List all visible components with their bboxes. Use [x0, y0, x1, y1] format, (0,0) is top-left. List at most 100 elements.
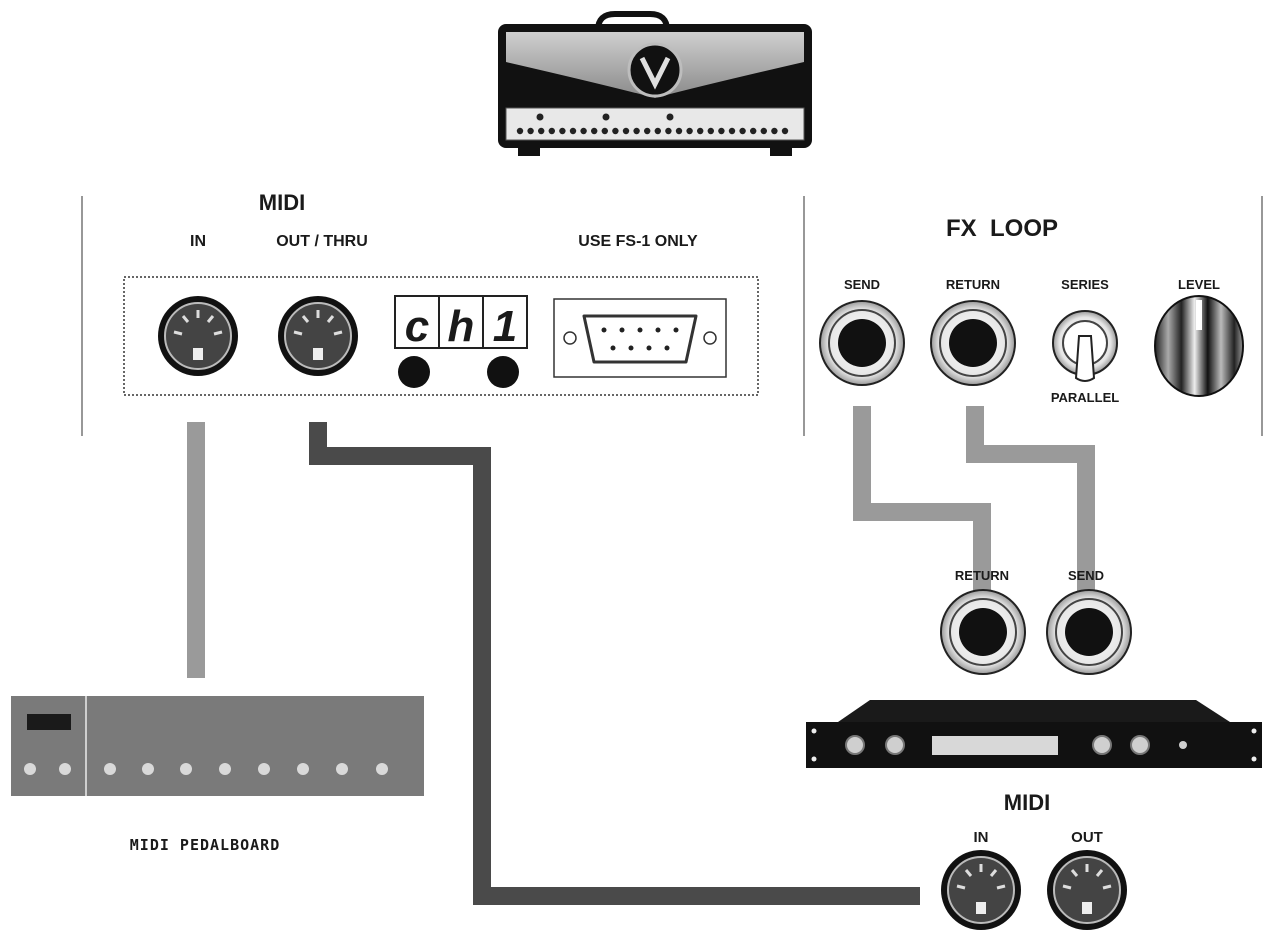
amp-knob [697, 127, 704, 135]
footswitch-3[interactable] [104, 763, 116, 775]
channel-display: c h 1 [394, 295, 528, 351]
fs1-connector-plate [553, 298, 727, 378]
midi-out-jack-pins [293, 310, 343, 336]
footswitch-5[interactable] [180, 763, 192, 775]
fx-loop-title: FX LOOP [946, 215, 1058, 242]
channel-up-button[interactable] [487, 356, 519, 388]
amp-control-panel [505, 107, 805, 141]
midi-out-thru-jack[interactable] [278, 296, 358, 376]
effects-send-jack[interactable] [1046, 589, 1132, 675]
channel-display-char-3: 1 [493, 302, 517, 351]
midi-panel-title: MIDI [259, 190, 305, 215]
footswitch-7[interactable] [258, 763, 270, 775]
fs1-connector-pins [601, 327, 679, 351]
footswitch-4[interactable] [142, 763, 154, 775]
fs1-screw-right [703, 331, 717, 345]
footswitch-8[interactable] [297, 763, 309, 775]
midi-in-jack-face [164, 302, 232, 370]
amp-logo-badge [627, 42, 683, 98]
fx-send-jack-hole [838, 319, 886, 367]
fs1-connector-shell [582, 314, 698, 364]
series-parallel-switch[interactable] [1052, 310, 1118, 382]
pedalboard-display [27, 714, 71, 730]
channel-display-frame [394, 295, 528, 349]
effects-midi-in-label: IN [974, 829, 989, 846]
amp-knob [728, 127, 736, 135]
amp-knob [538, 127, 545, 135]
fs1-connector[interactable] [553, 298, 727, 378]
footswitch-1[interactable] [24, 763, 36, 775]
rack-effects-unit [806, 700, 1262, 768]
amp-knob [707, 127, 714, 135]
footswitch-6[interactable] [219, 763, 231, 775]
midi-out-jack-face [284, 302, 352, 370]
effects-unit-audio-jacks: RETURN SEND [940, 568, 1132, 675]
footswitch-2[interactable] [59, 763, 71, 775]
rack-knob-2[interactable] [885, 735, 905, 755]
footswitch-9[interactable] [336, 763, 348, 775]
amp-knob [633, 127, 640, 135]
amp-switch [536, 113, 544, 121]
rack-knob-4[interactable] [1130, 735, 1150, 755]
amp-knob [750, 127, 757, 135]
fx-parallel-label: PARALLEL [1051, 390, 1119, 405]
amp-knob [580, 127, 587, 135]
effects-midi-in-jack[interactable] [941, 850, 1021, 930]
midi-out-jack-key [313, 348, 323, 360]
amp-handle [595, 11, 670, 31]
rack-knob-1[interactable] [845, 735, 865, 755]
amp-knob [739, 127, 746, 135]
amp-knobs [516, 113, 789, 135]
footswitch-10[interactable] [376, 763, 388, 775]
fx-level-knob[interactable] [1154, 295, 1244, 397]
amp-knob [548, 127, 555, 135]
effects-midi-out-label: OUT [1071, 829, 1103, 846]
effects-return-jack[interactable] [940, 589, 1026, 675]
midi-in-jack[interactable] [158, 296, 238, 376]
fx-series-label: SERIES [1061, 277, 1109, 292]
fx-level-knob-body [1154, 295, 1244, 397]
amp-knob [601, 127, 608, 135]
midi-panel: MIDI IN OUT / THRU USE FS-1 ONLY [123, 190, 759, 396]
amp-switch [666, 113, 674, 121]
effects-return-label: RETURN [955, 568, 1009, 583]
fx-return-label: RETURN [946, 277, 1000, 292]
fx-level-knob-pointer [1196, 300, 1202, 330]
amp-logo-v [639, 56, 671, 90]
midi-in-jack-key [193, 348, 203, 360]
channel-display-char-1: c [405, 302, 429, 351]
amp-knob [675, 127, 683, 135]
amp-knob [516, 127, 524, 135]
midi-out-thru-label: OUT / THRU [276, 233, 368, 250]
amp-knob [569, 127, 577, 135]
amp-knob [718, 127, 725, 135]
amp-knob [644, 127, 651, 135]
fx-return-jack[interactable] [930, 300, 1016, 386]
pedalboard-label: MIDI PEDALBOARD [130, 836, 280, 854]
amp-knob [686, 127, 693, 135]
amp-switch [602, 113, 610, 121]
amp-knob [527, 127, 534, 135]
amp-head [498, 11, 812, 156]
amp-knob [612, 127, 619, 135]
pedalboard-footswitches [24, 763, 388, 775]
rack-knob-3[interactable] [1092, 735, 1112, 755]
channel-down-button[interactable] [398, 356, 430, 388]
cable-midi-out-to-effects-in [309, 422, 920, 905]
cable-midi-in-to-pedalboard [187, 422, 205, 678]
fs-port-label: USE FS-1 ONLY [578, 233, 698, 250]
midi-in-label: IN [190, 233, 206, 250]
cable-return-to-effects-send [966, 406, 1095, 604]
effects-midi-title: MIDI [1004, 790, 1050, 815]
pedalboard-body [11, 696, 424, 796]
fx-send-jack[interactable] [819, 300, 905, 386]
amp-foot-left [518, 148, 540, 156]
amp-knob [771, 127, 778, 135]
midi-pedalboard: MIDI PEDALBOARD [11, 696, 424, 854]
rack-unit-top [838, 700, 1230, 722]
amp-knob [559, 127, 566, 135]
effects-midi-out-jack[interactable] [1047, 850, 1127, 930]
rack-led [1179, 741, 1187, 749]
